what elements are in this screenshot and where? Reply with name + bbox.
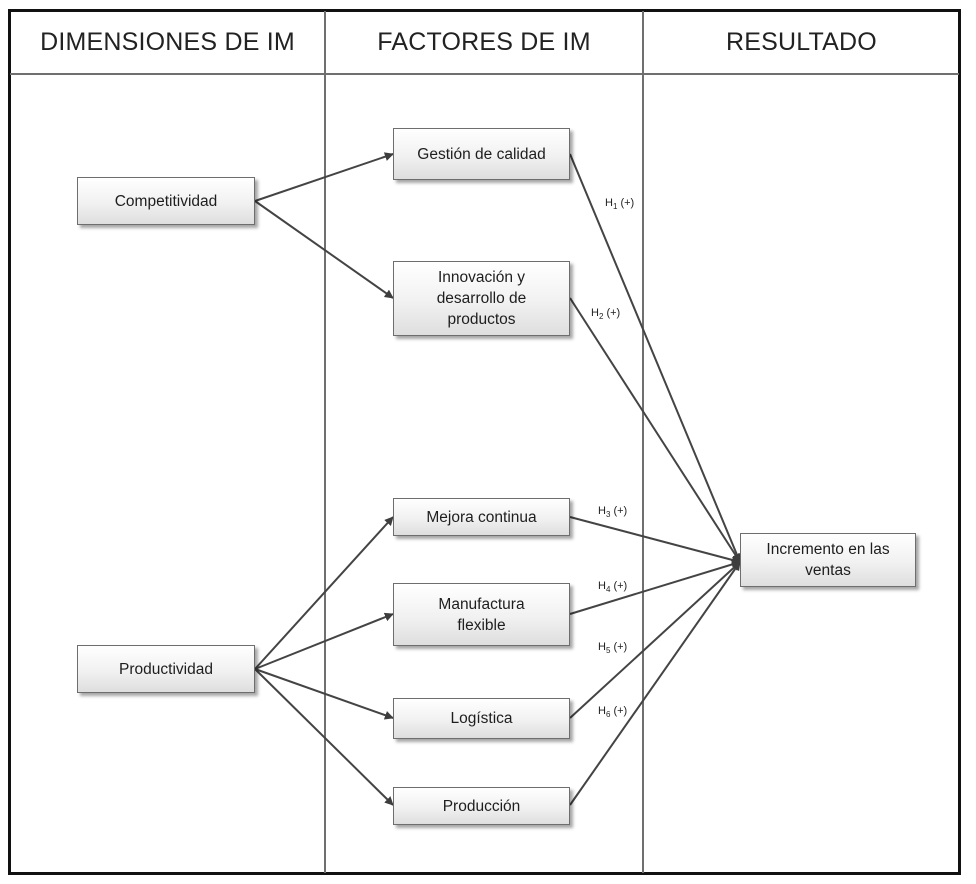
edge-innovacion-incremento — [569, 297, 741, 563]
node-manufactura-flexible: Manufactura flexible — [393, 583, 570, 646]
edge-manufactura-incremento — [569, 560, 741, 615]
diagram-frame — [8, 9, 961, 875]
header-factors: FACTORES DE IM — [377, 27, 591, 56]
header-dimensions: DIMENSIONES DE IM — [40, 27, 295, 56]
edge-gestion-incremento — [569, 153, 742, 563]
edge-competitividad-gestion — [254, 152, 394, 202]
edge-productividad-logistica — [254, 668, 394, 720]
header-divider — [10, 73, 959, 75]
hypothesis-label-3: H3 (+) — [598, 505, 628, 520]
node-produccion: Producción — [393, 787, 570, 825]
node-productividad: Productividad — [77, 645, 255, 693]
node-innovacion: Innovación y desarrollo de productos — [393, 261, 570, 336]
hypothesis-label-5: H5 (+) — [598, 641, 628, 656]
node-incremento-en-las-ventas: Incremento en las ventas — [740, 533, 916, 587]
column-divider-left — [324, 11, 326, 873]
header-result: RESULTADO — [726, 27, 877, 56]
column-divider-right — [642, 11, 644, 873]
hypothesis-label-4: H4 (+) — [598, 580, 628, 595]
edge-productividad-produccion — [254, 668, 394, 806]
edge-productividad-manufactura — [254, 612, 394, 670]
hypothesis-label-1: H1 (+) — [605, 197, 635, 212]
node-logistica: Logística — [393, 698, 570, 739]
edge-logistica-incremento — [569, 561, 741, 719]
edge-mejora-incremento — [569, 516, 741, 565]
hypothesis-label-6: H6 (+) — [598, 705, 628, 720]
node-mejora-continua: Mejora continua — [393, 498, 570, 536]
edge-competitividad-innovacion — [254, 200, 394, 299]
node-competitividad: Competitividad — [77, 177, 255, 225]
hypothesis-label-2: H2 (+) — [591, 307, 621, 322]
edge-produccion-incremento — [569, 561, 741, 806]
node-gestion-de-calidad: Gestión de calidad — [393, 128, 570, 180]
edge-productividad-mejora — [254, 516, 394, 670]
